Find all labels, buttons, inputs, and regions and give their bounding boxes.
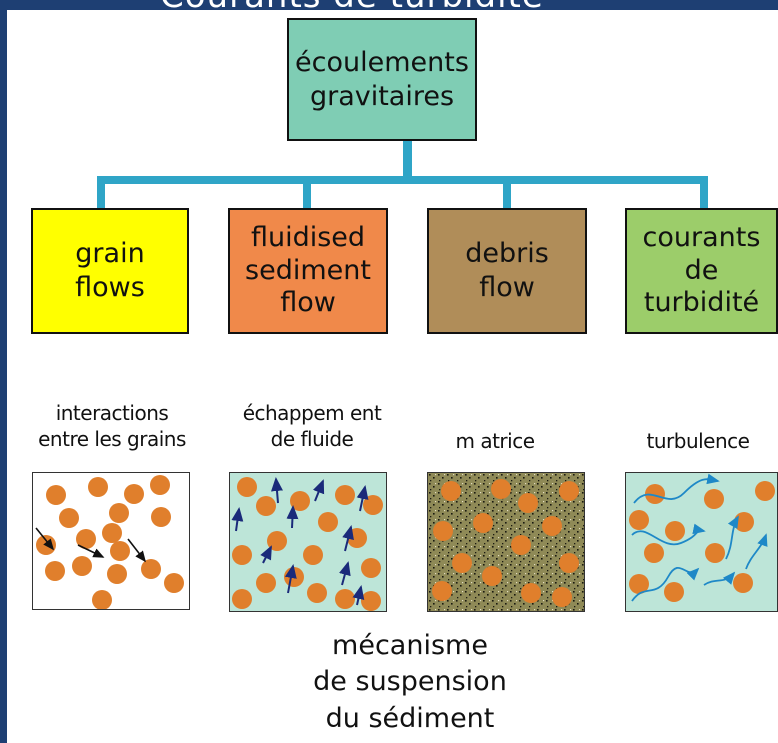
category-label: de <box>684 254 719 286</box>
connector-branch-3 <box>503 176 511 209</box>
caption-line1: mécanisme <box>332 630 488 661</box>
category-label: turbidité <box>643 287 760 319</box>
category-turbidity-currents: courants de turbidité <box>625 208 778 334</box>
mechanism-label-matrix: m atrice <box>455 429 535 453</box>
connector-branch-2 <box>303 176 311 209</box>
panel-matrix <box>427 472 585 612</box>
diagram-caption: mécanisme de suspension du sédiment <box>260 628 560 737</box>
category-label: fluidised <box>250 222 366 254</box>
root-node-gravity-flows: écoulements gravitaires <box>287 18 477 141</box>
category-label: flow <box>479 272 535 303</box>
category-debris-flow: debris flow <box>427 208 587 334</box>
grain-collision-icon <box>35 475 184 609</box>
category-fluidised-sediment-flow: fluidised sediment flow <box>228 208 388 334</box>
mechanism-label-grain-interactions: interactions entre les grains <box>38 401 186 451</box>
root-label-line1: écoulements <box>295 46 469 78</box>
connector-branch-4 <box>700 176 708 209</box>
connector-trunk <box>403 141 412 180</box>
mechanism-label-fluid-escape: échappem ent de fluide <box>242 401 382 451</box>
category-label: courants <box>642 222 761 254</box>
connector-branch-1 <box>97 176 105 209</box>
title-bar: Courants de turbidité <box>0 0 778 10</box>
turbulence-icon <box>629 473 775 602</box>
fluid-escape-icon <box>231 477 383 611</box>
category-label: debris <box>465 238 549 270</box>
page-title: Courants de turbidité <box>160 0 544 10</box>
category-label: sediment <box>245 254 371 286</box>
category-label: flows <box>75 272 145 303</box>
connector-bar <box>97 176 708 184</box>
caption-line2: de suspension <box>313 666 507 698</box>
category-label: grain <box>75 238 145 270</box>
matrix-icon <box>428 473 584 611</box>
panel-grain-interactions <box>32 472 190 610</box>
panel-turbulence <box>625 472 778 612</box>
category-label: flow <box>280 287 336 319</box>
mechanism-label-turbulence: turbulence <box>646 429 750 453</box>
panel-fluid-escape <box>229 472 387 612</box>
category-grain-flows: grain flows <box>31 208 189 334</box>
caption-line3: du sédiment <box>325 702 495 734</box>
frame-border <box>0 0 7 743</box>
root-label-line2: gravitaires <box>309 80 455 112</box>
